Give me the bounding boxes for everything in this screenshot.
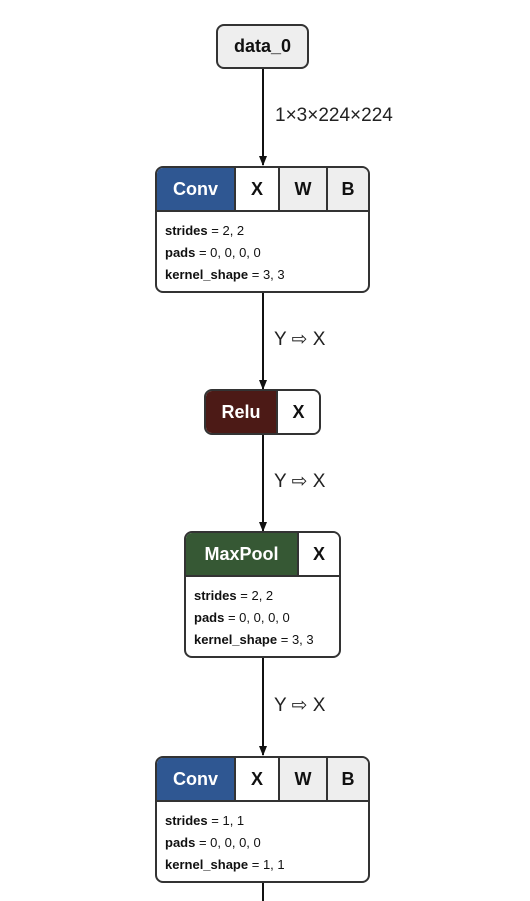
attr-eq: = — [277, 632, 292, 647]
node-attributes: strides = 1, 1 pads = 0, 0, 0, 0 kernel_… — [157, 802, 368, 876]
node-header: Conv X W B — [157, 168, 368, 212]
input-port-w: W — [280, 168, 328, 210]
attr-value: 2, 2 — [222, 223, 245, 238]
input-port-x: X — [236, 168, 280, 210]
attr-kernel-shape: kernel_shape = 3, 3 — [194, 629, 331, 651]
attr-value: 0, 0, 0, 0 — [210, 835, 261, 850]
attr-eq: = — [195, 245, 211, 260]
attr-value: 1, 1 — [262, 857, 285, 872]
input-port-x: X — [236, 758, 280, 800]
attr-eq: = — [236, 588, 252, 603]
attr-value: 3, 3 — [291, 632, 314, 647]
conv-node-2[interactable]: Conv X W B strides = 1, 1 pads = 0, 0, 0… — [155, 756, 370, 883]
maxpool-node[interactable]: MaxPool X strides = 2, 2 pads = 0, 0, 0,… — [184, 531, 341, 658]
input-port-x: X — [278, 391, 319, 433]
attr-key: pads — [194, 610, 225, 625]
node-attributes: strides = 2, 2 pads = 0, 0, 0, 0 kernel_… — [186, 577, 339, 651]
attr-eq: = — [207, 223, 223, 238]
attr-kernel-shape: kernel_shape = 1, 1 — [165, 854, 360, 876]
input-node-data-0[interactable]: data_0 — [216, 24, 309, 69]
input-port-b: B — [328, 168, 368, 210]
attr-strides: strides = 2, 2 — [194, 585, 331, 607]
input-port-x: X — [299, 533, 339, 575]
node-header: Conv X W B — [157, 758, 368, 802]
edge-label-maxpool-conv: Y ⇨ X — [274, 695, 326, 716]
attr-eq: = — [207, 813, 223, 828]
op-label: Conv — [157, 168, 236, 210]
attr-value: 0, 0, 0, 0 — [210, 245, 261, 260]
attr-key: pads — [165, 835, 196, 850]
attr-eq: = — [195, 835, 211, 850]
attr-eq: = — [248, 267, 263, 282]
attr-kernel-shape: kernel_shape = 3, 3 — [165, 264, 360, 286]
node-attributes: strides = 2, 2 pads = 0, 0, 0, 0 kernel_… — [157, 212, 368, 286]
relu-node[interactable]: Relu X — [204, 389, 321, 435]
attr-key: kernel_shape — [165, 267, 249, 282]
conv-node-1[interactable]: Conv X W B strides = 2, 2 pads = 0, 0, 0… — [155, 166, 370, 293]
input-node-label: data_0 — [233, 36, 292, 56]
op-label: MaxPool — [186, 533, 299, 575]
attr-strides: strides = 1, 1 — [165, 810, 360, 832]
attr-key: kernel_shape — [165, 857, 249, 872]
attr-pads: pads = 0, 0, 0, 0 — [165, 832, 360, 854]
attr-value: 3, 3 — [262, 267, 285, 282]
edge-label-relu-maxpool: Y ⇨ X — [274, 471, 326, 492]
edge-label-conv-relu: Y ⇨ X — [274, 329, 326, 350]
attr-key: pads — [165, 245, 196, 260]
edge-label-input-shape: 1×3×224×224 — [275, 105, 393, 126]
node-header: MaxPool X — [186, 533, 339, 577]
attr-pads: pads = 0, 0, 0, 0 — [194, 607, 331, 629]
attr-key: strides — [194, 588, 237, 603]
attr-strides: strides = 2, 2 — [165, 220, 360, 242]
attr-eq: = — [248, 857, 263, 872]
attr-eq: = — [224, 610, 240, 625]
attr-pads: pads = 0, 0, 0, 0 — [165, 242, 360, 264]
op-label: Conv — [157, 758, 236, 800]
node-header: Relu X — [206, 391, 319, 433]
input-port-b: B — [328, 758, 368, 800]
attr-value: 1, 1 — [222, 813, 245, 828]
op-label: Relu — [206, 391, 278, 433]
attr-value: 2, 2 — [251, 588, 274, 603]
attr-value: 0, 0, 0, 0 — [239, 610, 290, 625]
attr-key: strides — [165, 223, 208, 238]
attr-key: strides — [165, 813, 208, 828]
input-port-w: W — [280, 758, 328, 800]
attr-key: kernel_shape — [194, 632, 278, 647]
